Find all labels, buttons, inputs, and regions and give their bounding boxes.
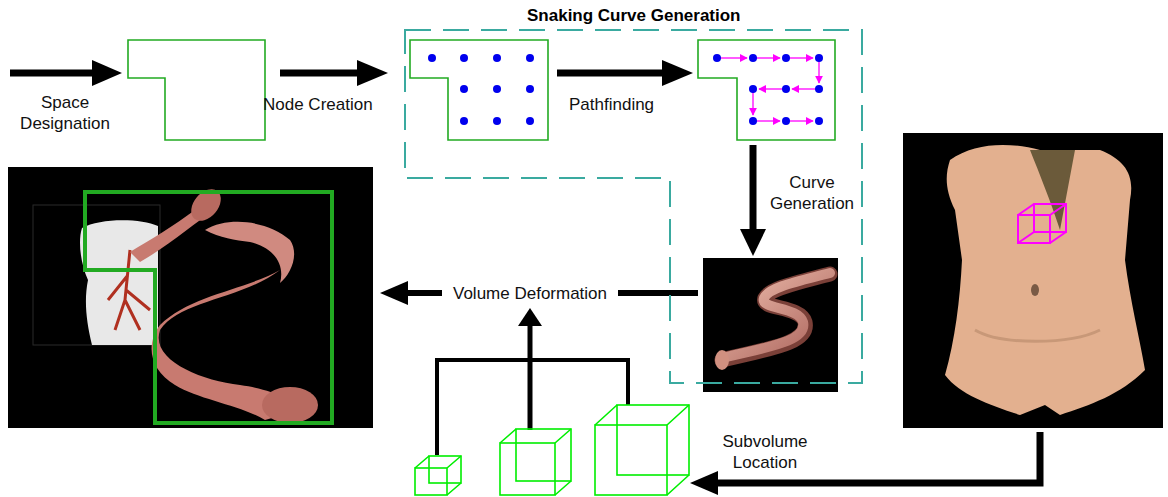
torso-image [945, 145, 1145, 415]
path-node [493, 85, 501, 93]
step-label: Volume Deformation [448, 283, 612, 304]
snake-path [792, 88, 819, 89]
flow-arrow [750, 145, 757, 233]
curve-image [703, 258, 838, 392]
flow-arrow [280, 70, 361, 77]
path-node [782, 54, 790, 62]
tree-lines [437, 360, 628, 455]
flow-arrow [740, 229, 766, 256]
tree-lines [437, 360, 628, 455]
subvolume-cube [500, 443, 555, 495]
result-image [8, 167, 373, 428]
flow-arrow [557, 70, 666, 77]
path-node [460, 85, 468, 93]
path-node [460, 54, 468, 62]
torso-image [1018, 204, 1066, 243]
subvolume-cube [415, 405, 689, 495]
flow-arrow [690, 471, 718, 495]
step-label: Pathfinding [569, 94, 654, 115]
path-node [749, 85, 757, 93]
snake-path [717, 58, 819, 121]
result-image [85, 192, 332, 423]
path-node [815, 85, 823, 93]
space-outline [698, 40, 835, 140]
torso-image [1031, 284, 1039, 296]
subvolume-cube [595, 405, 689, 495]
curve-image [722, 273, 830, 358]
path-node [493, 117, 501, 125]
torso-image [975, 330, 1100, 341]
snake-path [759, 88, 786, 89]
path-node [526, 85, 534, 93]
space-outline [128, 40, 265, 140]
step-label: Curve Generation [767, 172, 857, 214]
flow-arrow [662, 60, 693, 86]
path-node [749, 54, 757, 62]
step-label: Node Creation [263, 94, 373, 115]
subvolume-cube [415, 456, 461, 495]
result-image [33, 205, 160, 345]
path-node [782, 85, 790, 93]
subvolume-cube [415, 468, 447, 495]
snake-path [786, 57, 813, 58]
curve-image [703, 258, 838, 392]
space-outline [128, 40, 835, 140]
result-image [205, 222, 294, 283]
result-image [108, 250, 150, 330]
snake-path [753, 57, 780, 58]
snake-path [717, 57, 747, 58]
subvolume-cube [500, 429, 571, 495]
region-title: Snaking Curve Generation [523, 5, 745, 26]
path-node [460, 117, 468, 125]
torso-image [1018, 204, 1066, 243]
result-image [80, 220, 158, 345]
path-node [782, 117, 790, 125]
path-node [713, 54, 823, 125]
torso-image [903, 133, 1163, 428]
torso-image [903, 133, 1163, 428]
snake-path [753, 120, 780, 121]
path-node [815, 54, 823, 62]
flow-arrow [405, 290, 442, 296]
result-image [185, 183, 227, 226]
flow-arrow [380, 281, 408, 305]
flow-arrow [528, 322, 533, 430]
flow-arrow [716, 432, 1040, 483]
flow-arrow [518, 308, 542, 326]
flow-arrow [618, 290, 698, 296]
path-node [713, 54, 721, 62]
curve-image [715, 350, 729, 370]
path-node [749, 117, 757, 125]
flow-arrow [10, 70, 96, 77]
torso-image [1030, 150, 1075, 230]
flow-arrow [92, 60, 122, 86]
step-label: Space Designation [15, 92, 115, 134]
dashed-outline [405, 30, 862, 383]
space-outline [410, 40, 548, 140]
path-node [428, 54, 534, 125]
path-node [526, 54, 534, 62]
result-image [8, 167, 373, 428]
curve-image [722, 274, 830, 360]
path-node [428, 54, 436, 62]
result-image [262, 387, 318, 423]
path-node [526, 117, 534, 125]
subvolume-cube [595, 425, 667, 495]
step-label: Subvolume Location [715, 431, 815, 473]
path-node [815, 117, 823, 125]
path-node [493, 54, 501, 62]
snake-path [786, 120, 813, 121]
flow-arrow [357, 60, 388, 86]
